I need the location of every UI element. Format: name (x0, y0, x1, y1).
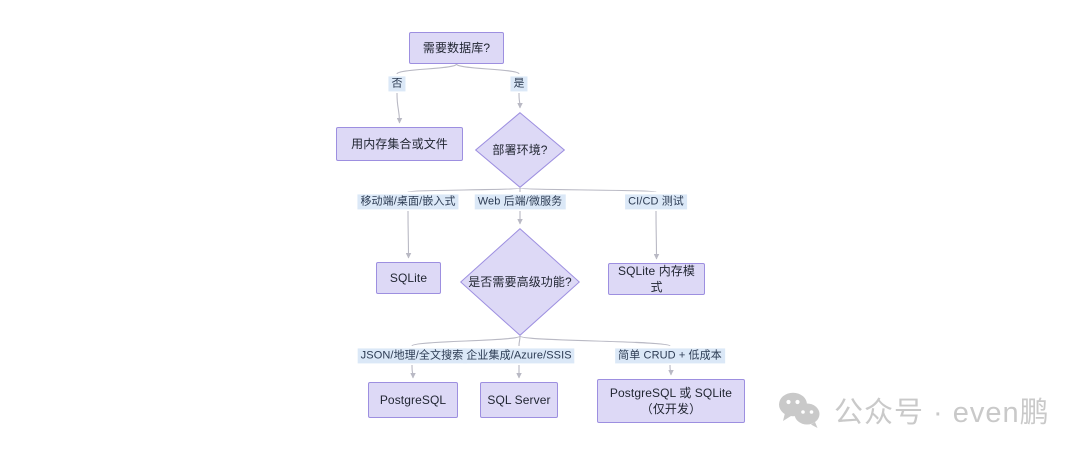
node-label: 部署环境? (492, 142, 548, 157)
node-n9[interactable]: PostgreSQL 或 SQLite（仅开发） (597, 379, 745, 423)
node-n4[interactable]: SQLite (376, 262, 441, 294)
edge-n5-n7 (412, 335, 521, 378)
node-n3[interactable]: 部署环境? (475, 112, 565, 188)
node-label: SQLite (389, 270, 428, 285)
edge-n1-n3 (455, 63, 521, 108)
edge-label-n5-n8: 企业集成/Azure/SSIS (463, 348, 575, 364)
diamond-shape (475, 112, 565, 188)
edge-label-n5-n7: JSON/地理/全文搜索 (357, 348, 467, 364)
edge-label-n1-n3: 是 (510, 76, 528, 92)
node-n5[interactable]: 是否需要高级功能? (460, 228, 580, 336)
node-n1[interactable]: 需要数据库? (409, 32, 504, 64)
node-label: PostgreSQL (379, 392, 447, 407)
node-label: SQLite 内存模式 (617, 263, 696, 294)
diamond-shape (460, 228, 580, 336)
edge-label-n3-n6: CI/CD 测试 (625, 194, 687, 210)
edge-label-n3-n4: 移动端/桌面/嵌入式 (357, 194, 459, 210)
edge-n1-n2 (397, 63, 458, 123)
node-label: SQL Server (487, 392, 551, 407)
edge-label-n5-n9: 简单 CRUD + 低成本 (615, 348, 725, 364)
edge-n5-n8 (519, 335, 520, 378)
watermark-text: 公众号 · even鹏 (834, 397, 1050, 429)
edge-n3-n6 (519, 187, 657, 259)
node-n6[interactable]: SQLite 内存模式 (608, 263, 705, 295)
node-n8[interactable]: SQL Server (480, 382, 558, 418)
node-label: PostgreSQL 或 SQLite（仅开发） (609, 385, 733, 416)
edge-label-n3-n5: Web 后端/微服务 (474, 194, 566, 210)
watermark: 公众号 · even鹏 (778, 389, 1050, 431)
node-label: 是否需要高级功能? (468, 274, 572, 289)
node-label: 用内存集合或文件 (351, 136, 448, 151)
edge-n3-n4 (408, 187, 521, 258)
edge-label-n1-n2: 否 (388, 76, 406, 92)
edge-n5-n9 (519, 335, 671, 375)
wechat-icon (779, 392, 820, 428)
node-label: 需要数据库? (422, 40, 491, 55)
node-n7[interactable]: PostgreSQL (368, 382, 458, 418)
node-n2[interactable]: 用内存集合或文件 (336, 127, 463, 161)
